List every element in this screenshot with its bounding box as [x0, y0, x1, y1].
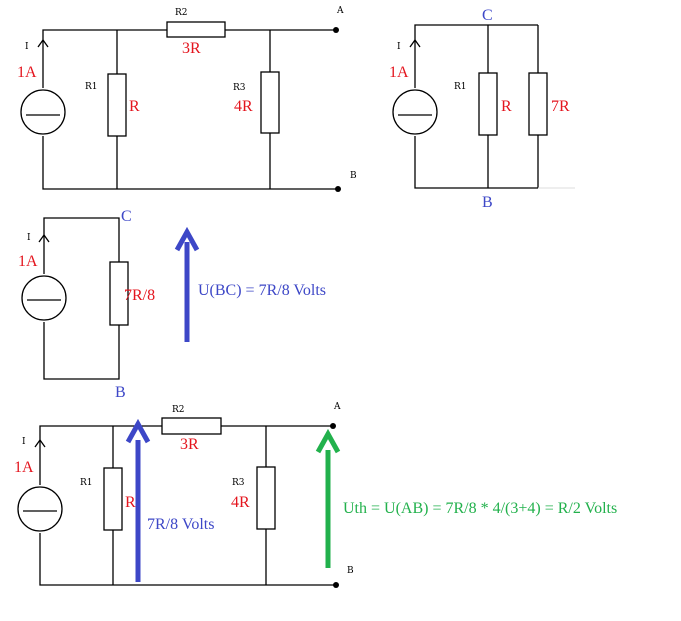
resistor-r1: [103, 467, 123, 531]
circuit-4: I 1A R1 R R2 3R R3 4R A B 7R/8 Volts Uth…: [14, 402, 617, 588]
current-value: 1A: [17, 64, 37, 81]
r-series-value: 7R: [551, 98, 570, 115]
r1-name: R1: [85, 82, 98, 92]
node-c-label: C: [121, 208, 132, 225]
current-source-icon: [392, 89, 438, 135]
current-source-icon: [20, 89, 66, 135]
node-c-label: C: [482, 7, 493, 24]
r-value: 7R/8: [124, 287, 155, 304]
current-arrow-icon: [37, 38, 49, 48]
r3-value: 4R: [231, 494, 250, 511]
current-source-icon: [17, 486, 63, 532]
terminal-a-dot: [330, 423, 336, 429]
current-symbol: I: [25, 42, 29, 52]
resistor-r2: [161, 417, 222, 435]
current-value: 1A: [18, 253, 38, 270]
branch-voltage-arrow-icon: [125, 418, 151, 444]
r3-name: R3: [232, 478, 245, 488]
current-source-icon: [21, 275, 67, 321]
resistor-r3: [256, 466, 276, 530]
circuit-4-wires: [39, 425, 336, 586]
r1-name: R1: [454, 82, 467, 92]
current-symbol: I: [22, 437, 26, 447]
current-arrow-icon: [38, 233, 50, 243]
current-value: 1A: [389, 64, 409, 81]
circuit-3-wires: [43, 217, 120, 380]
r2-value: 3R: [180, 436, 199, 453]
voltage-arrow-icon: [174, 226, 200, 252]
current-value: 1A: [14, 459, 34, 476]
thevenin-label: Uth = U(AB) = 7R/8 * 4/(3+4) = R/2 Volts: [343, 500, 617, 517]
r2-value: 3R: [182, 40, 201, 57]
circuit-2: I 1A R1 R 7R C B: [389, 7, 575, 211]
resistor-r2: [166, 21, 226, 38]
current-symbol: I: [27, 233, 31, 243]
r1-value: R: [125, 494, 136, 511]
r3-value: 4R: [234, 98, 253, 115]
resistor-7r: [528, 72, 548, 136]
resistor-7r8: [109, 261, 129, 326]
current-arrow-icon: [409, 38, 421, 48]
terminal-a-label: A: [336, 6, 344, 16]
terminal-a-label: A: [333, 402, 341, 412]
terminal-b-dot: [333, 582, 339, 588]
circuit-1: I 1A R1 R R2 3R R3 4R A B: [17, 6, 357, 192]
r1-name: R1: [80, 478, 93, 488]
voltage-label: U(BC) = 7R/8 Volts: [198, 282, 326, 299]
thevenin-arrow-icon: [315, 428, 341, 454]
r1-value: R: [129, 98, 140, 115]
terminal-a-dot: [333, 27, 339, 33]
node-b-label: B: [482, 194, 493, 211]
terminal-b-label: B: [347, 566, 354, 576]
circuit-1-wires: [42, 29, 338, 190]
r3-name: R3: [233, 83, 246, 93]
resistor-r3: [260, 71, 280, 134]
resistor-r1: [107, 73, 127, 137]
circuit-3: I 1A 7R/8 C B U(BC) = 7R/8 Volts: [18, 208, 326, 401]
circuit-2-wires: [414, 24, 539, 189]
r2-name: R2: [175, 8, 188, 18]
terminal-b-dot: [335, 186, 341, 192]
r2-name: R2: [172, 405, 185, 415]
node-b-label: B: [115, 384, 126, 401]
branch-voltage-label: 7R/8 Volts: [147, 516, 214, 533]
r1-value: R: [501, 98, 512, 115]
current-symbol: I: [397, 42, 401, 52]
resistor-r1: [478, 72, 498, 136]
current-arrow-icon: [34, 438, 46, 448]
terminal-b-label: B: [350, 171, 357, 181]
